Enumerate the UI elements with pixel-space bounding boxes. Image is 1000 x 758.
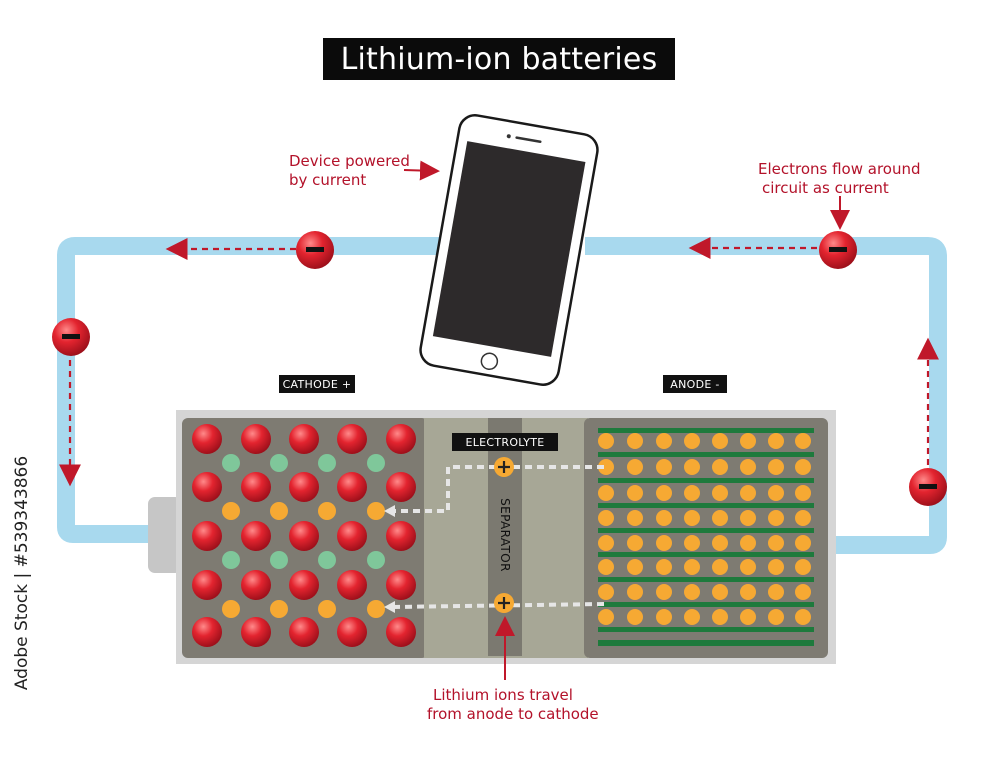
device-label-line1: Device powered [289,152,410,170]
separator-label: SEPARATOR [498,498,512,572]
cathode-small-particles [222,454,385,569]
device-annotation-arrow [403,160,440,181]
smartphone-icon [419,114,599,386]
anode-lithium-ions [598,433,811,625]
ion-arrowhead-lower [384,601,395,613]
ion-path-upper [392,465,604,513]
ions-label-line1: Lithium ions travel [433,686,573,704]
ion-arrowhead-upper [384,505,395,517]
electron-left [52,318,90,356]
anode-layers [598,428,814,646]
stock-credit: Adobe Stock | #539343866 [12,455,32,691]
battery-terminal [148,497,182,573]
anode-tag: ANODE - [663,375,727,393]
electron-top-right [819,231,857,269]
ions-label: Lithium ions travel from anode to cathod… [427,686,599,724]
device-label-line2: by current [289,171,367,189]
electrons-label-line2: circuit as current [762,179,889,197]
cathode-metal-oxide-spheres [192,424,416,647]
electrons-label: Electrons flow around circuit as current [758,160,921,198]
electron-right [909,468,947,506]
circuit-wire [57,237,947,554]
diagram-title: Lithium-ion batteries [323,38,675,80]
electrons-label-line1: Electrons flow around [758,160,921,178]
lithium-ion-plus-lower [494,593,514,613]
lithium-ion-plus-upper [494,457,514,477]
electrolyte-tag: ELECTROLYTE [452,433,558,451]
cathode-tag: CATHODE + [279,375,355,393]
electron-top-left [296,231,334,269]
cathode-lithium-ions [222,502,385,618]
device-label: Device powered by current [289,152,410,190]
ions-label-line2: from anode to cathode [427,705,599,723]
